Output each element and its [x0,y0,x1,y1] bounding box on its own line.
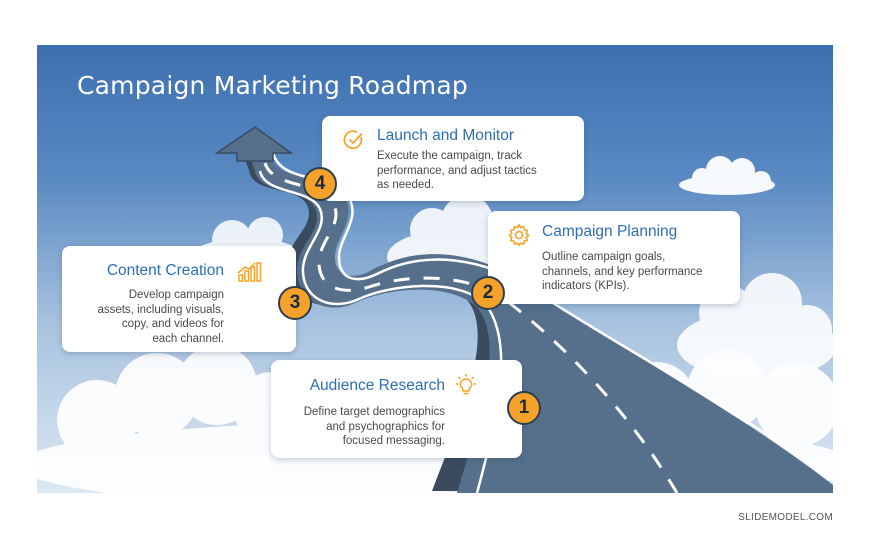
step-3-line-1: Develop campaign [128,289,224,301]
road-arrow-head [214,126,294,162]
card-campaign-planning: Campaign Planning Outline campaign goals… [488,211,740,304]
card-content-creation: Content Creation Develop campaign assets… [62,246,296,352]
page-title: Campaign Marketing Roadmap [77,71,468,100]
lightbulb-icon [456,374,476,395]
step-4-line-1: Execute the campaign, track [377,150,523,162]
road-center-line [263,162,679,493]
step-2-title: Campaign Planning [542,223,678,240]
step-1-description: Define target demographics and psychogra… [304,405,445,449]
step-4-description: Execute the campaign, track performance,… [377,149,537,193]
step-3-line-3: copy, and videos for [121,318,224,330]
step-1-title: Audience Research [309,377,445,394]
road-edge-left [258,170,503,493]
step-badge-1: 1 [507,391,541,425]
step-badge-4: 4 [303,167,337,201]
step-badge-3: 3 [278,286,312,320]
step-4-line-3: as needed. [377,179,434,191]
step-2-line-1: Outline campaign goals, [542,251,666,263]
gear-icon [508,223,530,247]
step-2-description: Outline campaign goals, channels, and ke… [542,250,702,294]
step-1-line-1: Define target demographics [303,406,445,418]
step-1-line-2: and psychographics for [326,420,445,433]
watermark: SLIDEMODEL.COM [738,512,833,523]
step-2-line-3: indicators (KPIs). [542,280,630,292]
cloud-small-right [679,156,775,195]
step-3-title: Content Creation [106,262,224,279]
step-4-title: Launch and Monitor [377,127,515,144]
step-2-line-2: channels, and key performance [542,265,703,278]
step-1-line-3: focused messaging. [342,435,445,447]
check-circle-icon [343,130,363,150]
bar-chart-icon [237,262,262,282]
card-audience-research: Audience Research Define target demograp… [271,360,522,458]
step-3-line-4: each channel. [152,332,224,345]
step-4-line-2: performance, and adjust tactics [377,164,537,177]
road [249,153,833,493]
step-3-line-2: assets, including visuals, [97,303,224,316]
step-3-description: Develop campaign assets, including visua… [97,288,224,346]
step-badge-2: 2 [471,276,505,310]
card-launch-monitor: Launch and Monitor Execute the campaign,… [322,116,584,201]
slide: Campaign Marketing Roadmap Launch and Mo… [37,45,833,493]
